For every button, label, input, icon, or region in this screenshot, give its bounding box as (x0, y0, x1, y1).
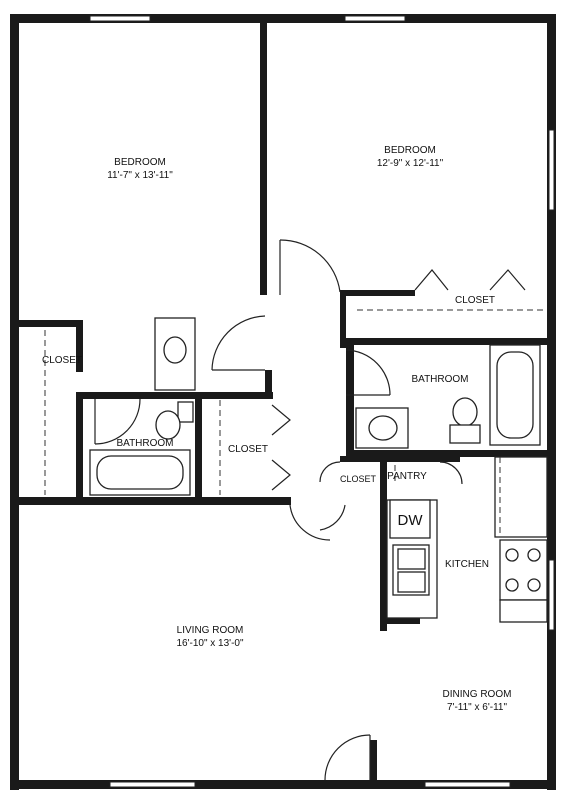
dining-room-size: 7'-11" x 6'-11" (447, 702, 507, 713)
bedroom-right-label: BEDROOM (384, 145, 436, 156)
kitchen-label: KITCHEN (445, 559, 489, 570)
living-room-label: LIVING ROOM (177, 625, 244, 636)
bedroom-right-size: 12'-9" x 12'-11" (377, 158, 444, 169)
closet-shelf-lines (44, 309, 547, 495)
dishwasher-label: DW (398, 512, 424, 529)
bedroom-left-label: BEDROOM (114, 157, 166, 168)
pantry-label: PANTRY (387, 471, 427, 482)
door-swings (94, 239, 463, 781)
bathroom-right-label: BATHROOM (411, 374, 468, 385)
interior-walls (19, 23, 547, 785)
dining-room-label: DINING ROOM (443, 689, 512, 700)
bathroom-left-label: BATHROOM (116, 438, 173, 449)
living-room-size: 16'-10" x 13'-0" (176, 638, 244, 649)
closet-right-label: CLOSET (455, 295, 495, 306)
windows (89, 15, 555, 788)
bathroom-fixtures (89, 317, 541, 496)
bedroom-left-size: 11'-7" x 13'-11" (107, 170, 173, 181)
exterior-walls (10, 14, 556, 790)
closet-small-label: CLOSET (340, 474, 377, 484)
closet-bifold-doors (271, 269, 526, 491)
closet-hall-label: CLOSET (228, 444, 268, 455)
closet-left-label: CLOSET (42, 355, 82, 366)
kitchen-fixtures (386, 456, 548, 623)
